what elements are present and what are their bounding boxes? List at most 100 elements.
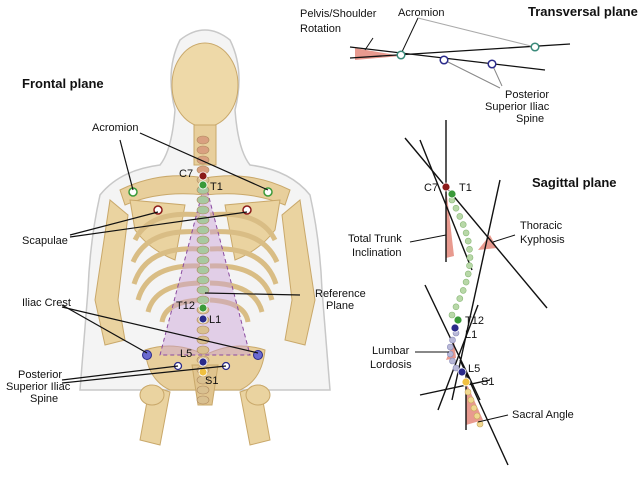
vertebra xyxy=(196,205,210,215)
kyphosis-label-line2: Kyphosis xyxy=(520,234,565,246)
lordosis-label-line2: Lordosis xyxy=(370,359,412,371)
iliac-crest-label: Iliac Crest xyxy=(22,297,71,309)
skull xyxy=(171,42,239,128)
l5-marker xyxy=(198,357,208,367)
vertebra xyxy=(196,245,210,255)
psis-label-line2: Superior Iliac xyxy=(6,381,71,393)
trunk-inclination-wedge xyxy=(446,187,454,258)
sagittal-s1-marker xyxy=(461,377,471,387)
sagittal-reference-lines xyxy=(404,120,548,466)
c7-label: C7 xyxy=(179,168,193,180)
right-arm xyxy=(281,199,316,346)
vertebra xyxy=(196,145,210,155)
reference-plane-label-line1: Reference xyxy=(315,288,366,300)
sacral-angle-label: Sacral Angle xyxy=(512,409,574,421)
s1-label: S1 xyxy=(205,375,218,387)
spine-dot xyxy=(462,278,470,286)
transversal-right-psis-marker xyxy=(487,59,497,69)
spine-dot xyxy=(470,404,478,412)
spine-dot xyxy=(466,262,473,270)
t1-label: T1 xyxy=(210,181,223,193)
psis-label-line3: Spine xyxy=(30,393,58,405)
sagittal-l5-marker xyxy=(457,367,467,377)
vertebra xyxy=(196,325,210,335)
frontal-plane-title: Frontal plane xyxy=(22,76,104,91)
l5-label: L5 xyxy=(180,348,192,360)
vertebra xyxy=(196,195,210,205)
rib-cage xyxy=(130,211,280,323)
left-hip-joint xyxy=(139,384,165,406)
transversal-left-psis-marker xyxy=(439,55,449,65)
sagittal-t1-marker xyxy=(447,189,457,199)
sagittal-l1-marker xyxy=(450,323,460,333)
spine-dot xyxy=(473,412,481,420)
vertebra xyxy=(196,295,210,305)
t12-marker xyxy=(198,303,208,313)
right-acromion-marker xyxy=(263,187,273,197)
spine-dot xyxy=(448,311,456,319)
l1-label: L1 xyxy=(209,314,221,326)
sagittal-s1-label: S1 xyxy=(481,376,494,388)
neck xyxy=(193,124,217,166)
kyphosis-label-line1: Thoracic xyxy=(520,220,563,232)
t1-marker xyxy=(198,180,208,190)
transversal-acromion-leader-2 xyxy=(417,17,536,48)
sagittal-plane-panel: Sagittal plane Total Trunk Inclination T… xyxy=(348,120,617,466)
sagittal-t12-marker xyxy=(453,315,463,325)
spine-dot xyxy=(452,364,460,372)
transversal-rotation-leader xyxy=(364,37,374,51)
trunk-inclination-label-line2: Inclination xyxy=(352,247,402,259)
transversal-acromion-leader xyxy=(400,17,419,55)
spine-dot xyxy=(464,270,472,278)
transversal-left-acromion-marker xyxy=(396,50,406,60)
spine-dot xyxy=(464,237,472,245)
spine-dot xyxy=(452,303,460,311)
transversal-plane-title: Transversal plane xyxy=(528,4,638,19)
acromion-label: Acromion xyxy=(92,122,138,134)
spine-dot xyxy=(462,229,470,237)
spine-dot xyxy=(456,213,464,220)
vertebra xyxy=(196,395,210,405)
frontal-leader-lines xyxy=(61,132,301,384)
vertebra xyxy=(196,275,210,285)
vertebra xyxy=(196,135,210,145)
scapulae-label: Scapulae xyxy=(22,235,68,247)
spine-dot xyxy=(466,254,474,261)
right-hip-joint xyxy=(245,384,271,406)
c7-marker xyxy=(198,171,208,181)
spine-dot xyxy=(476,420,484,428)
spine-dot xyxy=(449,357,456,365)
vertebra xyxy=(196,285,210,295)
t12-label: T12 xyxy=(176,300,195,312)
sacrum xyxy=(191,364,219,406)
transversal-psis-leader-1 xyxy=(443,59,501,89)
vertebra xyxy=(196,225,210,235)
sagittal-c7-marker xyxy=(441,182,451,192)
thoracic-kyphosis-wedge xyxy=(478,235,497,250)
reference-plane-label-line2: Plane xyxy=(326,300,354,312)
vertebra xyxy=(196,235,210,245)
spine-dot xyxy=(449,336,456,344)
left-iliac-crest-marker xyxy=(142,350,152,360)
rotation-label-line1: Pelvis/Shoulder xyxy=(300,8,377,20)
transversal-right-acromion-marker xyxy=(530,42,540,52)
transversal-psis-label-line2: Superior Iliac xyxy=(485,101,550,113)
spine-dot xyxy=(446,343,454,351)
spine-dot xyxy=(464,388,472,396)
sagittal-c7-label: C7 xyxy=(424,182,438,194)
l1-marker xyxy=(198,314,208,324)
transversal-acromion-label: Acromion xyxy=(398,7,444,19)
spine-dot xyxy=(456,295,464,302)
transversal-psis-label-line3: Spine xyxy=(516,113,544,125)
vertebra xyxy=(196,265,210,275)
frontal-plane-panel: Frontal plane Acromion Scapulae Iliac Cr… xyxy=(6,29,366,446)
spine-dot xyxy=(466,246,473,253)
sagittal-l1-label: L1 xyxy=(465,329,477,341)
rotation-label-line2: Rotation xyxy=(300,23,341,35)
transversal-psis-label-line1: Posterior xyxy=(505,89,549,101)
spine-dot xyxy=(459,287,467,294)
sagittal-spine-dots xyxy=(446,196,484,428)
sagittal-t1-label: T1 xyxy=(459,182,472,194)
trunk-inclination-label-line1: Total Trunk xyxy=(348,233,402,245)
